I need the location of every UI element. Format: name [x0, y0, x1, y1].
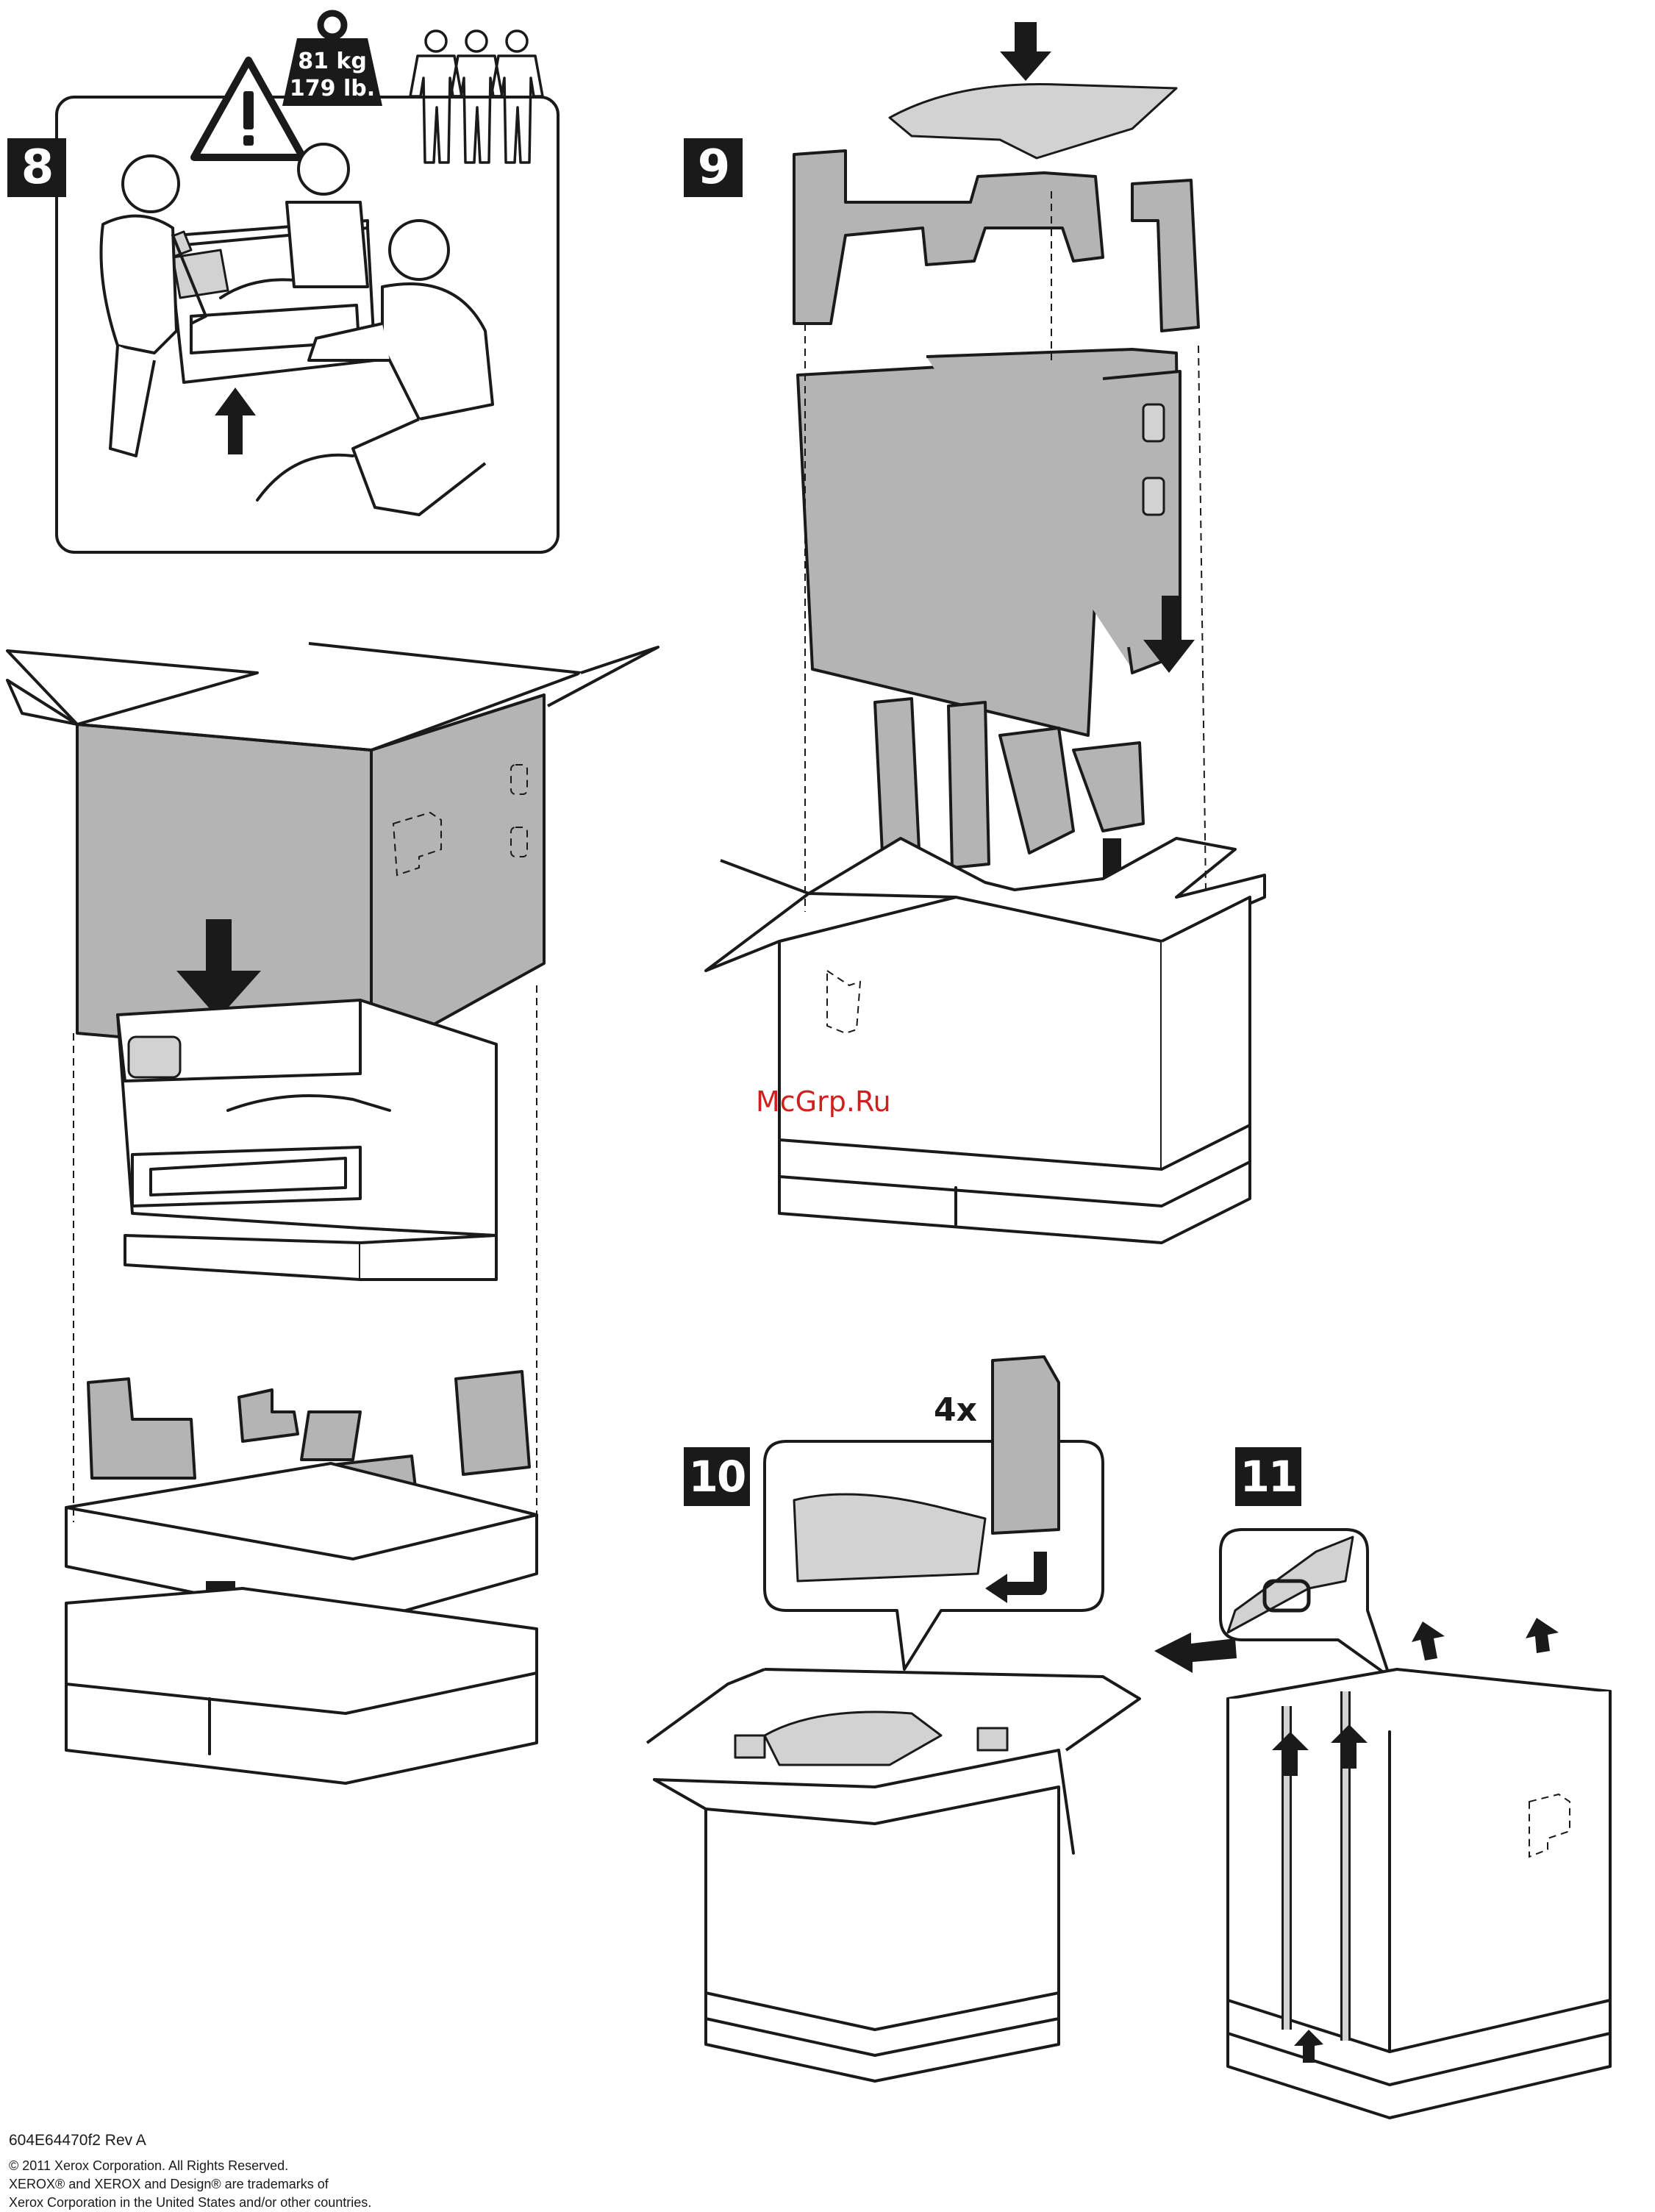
arrow-up-icon: [213, 386, 257, 456]
step-8-badge: 8: [7, 138, 66, 197]
weight-lb: 179 lb.: [287, 76, 378, 101]
step-9-illustration: [691, 7, 1368, 1257]
watermark: McGrp.Ru: [756, 1085, 891, 1118]
step-11-badge: 11: [1235, 1447, 1301, 1506]
weight-kg: 81 kg: [291, 49, 373, 74]
trademark-line-1: XEROX® and XEROX and Design® are tradema…: [9, 2175, 371, 2194]
step-10-illustration: [632, 1353, 1162, 2103]
step-8-lifting-illustration: [74, 140, 544, 537]
step-11-illustration: [1147, 1522, 1654, 2125]
doc-code: 604E64470f2 Rev A: [9, 2131, 371, 2149]
trademark-line-2: Xerox Corporation in the United States a…: [9, 2194, 371, 2212]
copyright: © 2011 Xerox Corporation. All Rights Res…: [9, 2157, 371, 2175]
step-8-packing-illustration: [7, 640, 669, 1875]
footer: 604E64470f2 Rev A © 2011 Xerox Corporati…: [9, 2131, 371, 2212]
